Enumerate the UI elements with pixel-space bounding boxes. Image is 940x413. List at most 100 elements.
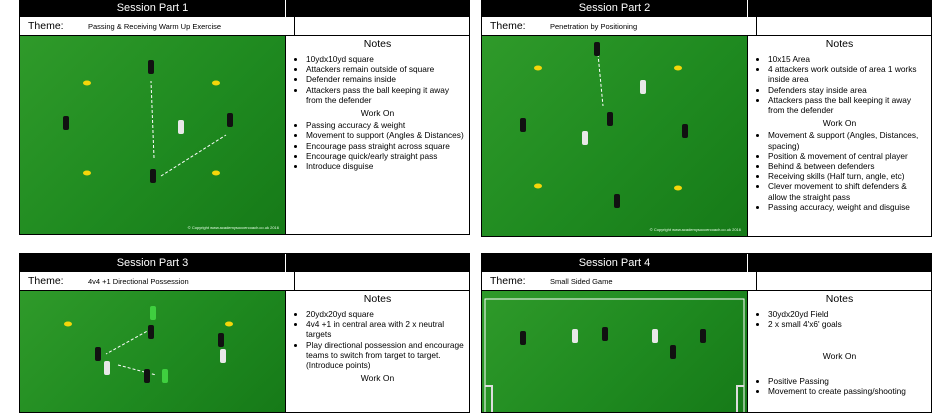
work-on-title: Work On	[822, 118, 857, 129]
player-attacker	[63, 116, 69, 130]
cone	[534, 65, 542, 71]
player-attacker	[594, 42, 600, 56]
session-title: Session Part 3	[20, 254, 286, 272]
work-on-item: Receiving skills (Half turn, angle, etc)	[768, 171, 927, 181]
work-on-item: Movement & support (Angles, Distances, s…	[768, 130, 927, 150]
note-item: 2 x small 4'x6' goals	[768, 319, 927, 329]
session-header: Session Part 3	[20, 254, 469, 272]
theme-label: Theme:	[490, 275, 526, 287]
work-on-item: Passing accuracy, weight and disguise	[768, 202, 927, 212]
pitch-diagram	[20, 291, 286, 412]
cone	[83, 80, 91, 86]
session-card-2: Session Part 2 Theme: Penetration by Pos…	[481, 0, 932, 237]
player-defender	[220, 349, 226, 363]
work-on-list: Passing accuracy & weight Movement to su…	[290, 120, 465, 171]
session-header: Session Part 4	[482, 254, 931, 272]
pitch-diagram	[482, 291, 748, 412]
theme-value: Small Sided Game	[550, 276, 613, 286]
notes-list: 10ydx10yd square Attackers remain outsid…	[290, 54, 465, 105]
cone	[212, 170, 220, 176]
player-defender	[640, 80, 646, 94]
theme-label: Theme:	[28, 275, 64, 287]
work-on-item: Passing accuracy & weight	[306, 120, 465, 130]
pass-arrow	[597, 53, 604, 107]
cone	[534, 183, 542, 189]
player-attacker	[95, 347, 101, 361]
session-header: Session Part 2	[482, 0, 931, 17]
player-defender	[104, 361, 110, 375]
work-on-title: Work On	[360, 373, 395, 384]
player-attacker	[670, 345, 676, 359]
session-title: Session Part 2	[482, 0, 748, 17]
notes-panel: Notes 30ydx20yd Field 2 x small 4'x6' go…	[748, 291, 931, 412]
cone	[64, 321, 72, 327]
copyright-text: © Copyright www.academysoccercoach.co.uk…	[187, 225, 279, 230]
pitch-drawing	[484, 298, 745, 412]
work-on-item: Positive Passing	[768, 376, 927, 386]
note-item: 10ydx10yd square	[306, 54, 465, 64]
session-card-1: Session Part 1 Theme: Passing & Receivin…	[19, 0, 470, 235]
note-item: Defender remains inside	[306, 74, 465, 84]
player-attacker	[520, 331, 526, 345]
player-defender	[178, 120, 184, 134]
pitch-drawing	[63, 60, 233, 183]
copyright-text: © Copyright www.academysoccercoach.co.uk…	[649, 227, 741, 232]
notes-title: Notes	[825, 38, 854, 50]
cone	[674, 185, 682, 191]
work-on-item: Movement to create passing/shooting	[768, 386, 927, 396]
work-on-item: Encourage quick/early straight pass	[306, 151, 465, 161]
note-item: Play directional possession and encourag…	[306, 340, 465, 371]
notes-title: Notes	[363, 38, 392, 50]
pass-arrow	[160, 134, 227, 177]
work-on-list: Movement & support (Angles, Distances, s…	[752, 130, 927, 212]
notes-list: 20ydx20yd square 4v4 +1 in central area …	[290, 309, 465, 370]
player-attacker	[607, 112, 613, 126]
player-attacker	[520, 118, 526, 132]
notes-list: 10x15 Area 4 attackers work outside of a…	[752, 54, 927, 115]
session-header: Session Part 1	[20, 0, 469, 17]
theme-row: Theme: 4v4 +1 Directional Possession	[20, 272, 469, 291]
work-on-title: Work On	[822, 351, 857, 362]
player-attacker	[602, 327, 608, 341]
work-on-item: Behind & between defenders	[768, 161, 927, 171]
pitch-drawing	[520, 42, 688, 208]
player-attacker	[148, 325, 154, 339]
player-attacker	[218, 333, 224, 347]
player-attacker	[614, 194, 620, 208]
player-neutral	[162, 369, 168, 383]
player-attacker	[144, 369, 150, 383]
work-on-item: Position & movement of central player	[768, 151, 927, 161]
notes-panel: Notes 10x15 Area 4 attackers work outsid…	[748, 36, 931, 236]
session-card-3: Session Part 3 Theme: 4v4 +1 Directional…	[19, 253, 470, 413]
session-title: Session Part 4	[482, 254, 748, 272]
theme-row: Theme: Passing & Receiving Warm Up Exerc…	[20, 17, 469, 36]
cone	[83, 170, 91, 176]
pitch-drawing	[64, 306, 233, 383]
player-attacker	[227, 113, 233, 127]
notes-title: Notes	[825, 293, 854, 305]
player-defender	[652, 329, 658, 343]
theme-value: Penetration by Positioning	[550, 21, 638, 31]
note-item: 20ydx20yd square	[306, 309, 465, 319]
note-item: 10x15 Area	[768, 54, 927, 64]
theme-value: 4v4 +1 Directional Possession	[88, 276, 189, 286]
pitch-diagram: © Copyright www.academysoccercoach.co.uk…	[482, 36, 748, 236]
note-item: 30ydx20yd Field	[768, 309, 927, 319]
player-attacker	[150, 169, 156, 183]
player-attacker	[148, 60, 154, 74]
player-neutral	[150, 306, 156, 320]
pitch-diagram: © Copyright www.academysoccercoach.co.uk…	[20, 36, 286, 234]
theme-label: Theme:	[490, 20, 526, 32]
note-item: 4v4 +1 in central area with 2 x neutral …	[306, 319, 465, 339]
theme-value: Passing & Receiving Warm Up Exercise	[88, 21, 222, 31]
note-item: 4 attackers work outside of area 1 works…	[768, 64, 927, 84]
cone	[674, 65, 682, 71]
notes-list: 30ydx20yd Field 2 x small 4'x6' goals	[752, 309, 927, 329]
cone	[225, 321, 233, 327]
player-defender	[582, 131, 588, 145]
work-on-title: Work On	[360, 108, 395, 119]
notes-panel: Notes 20ydx20yd square 4v4 +1 in central…	[286, 291, 469, 412]
pass-arrow	[150, 80, 155, 159]
session-title: Session Part 1	[20, 0, 286, 17]
note-item: Defenders stay inside area	[768, 85, 927, 95]
